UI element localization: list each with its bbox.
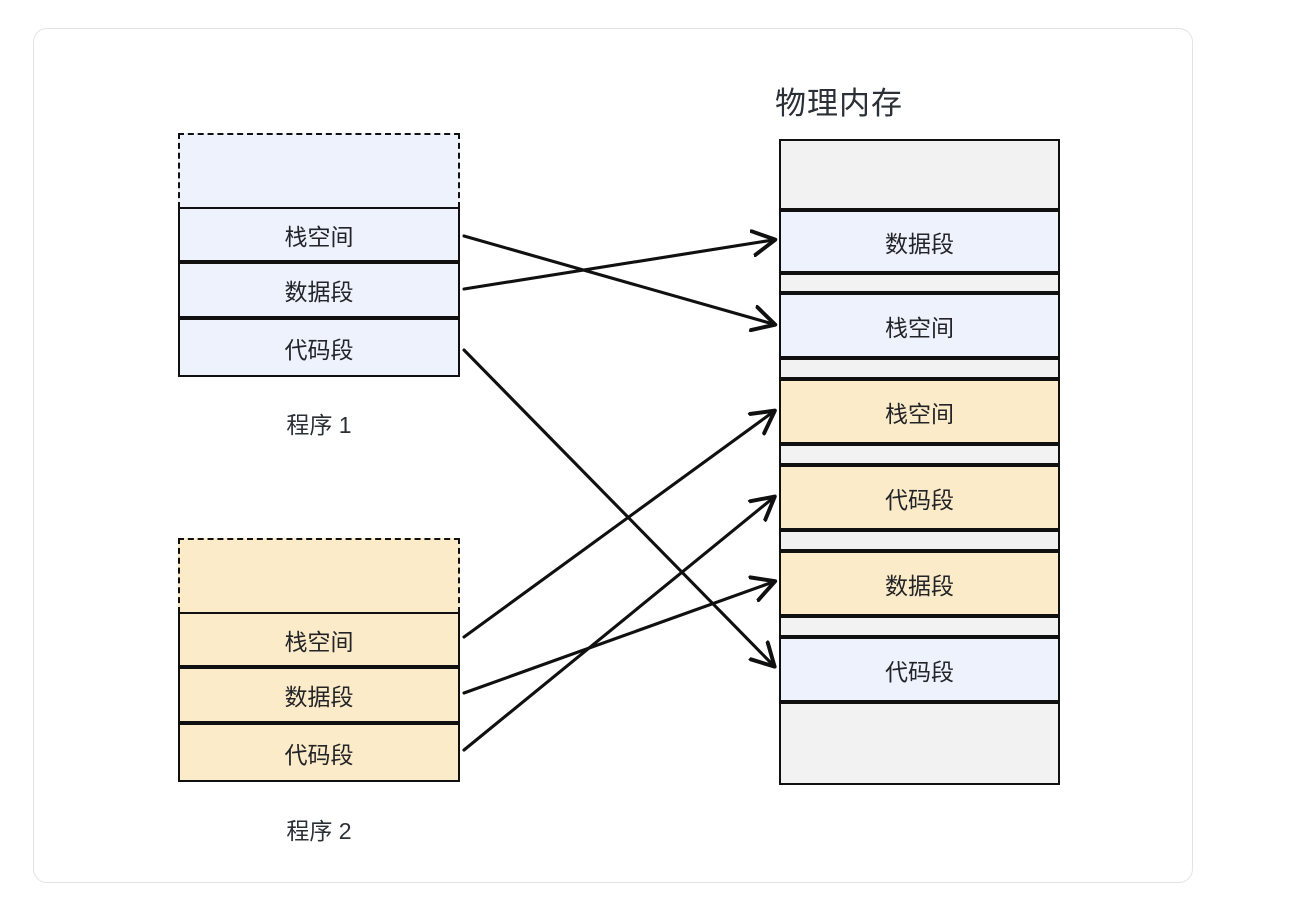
memory-block-p2-code-label: 代码段 [885, 486, 954, 513]
memory-block-p1-code[interactable]: 代码段 [779, 637, 1060, 702]
memory-block-p2-stack-label: 栈空间 [885, 400, 954, 427]
program-2-segment-stack-label: 栈空间 [284, 628, 354, 655]
program-1-segment-code[interactable]: 代码段 [178, 318, 460, 377]
memory-block-free-2 [779, 358, 1060, 379]
program-2-segment-stack[interactable]: 栈空间 [178, 612, 460, 667]
memory-block-free-1 [779, 273, 1060, 293]
memory-block-p2-code[interactable]: 代码段 [779, 465, 1060, 530]
memory-block-p2-data[interactable]: 数据段 [779, 551, 1060, 616]
memory-block-p1-data-label: 数据段 [885, 230, 954, 257]
program-2-reserved-area [178, 538, 460, 613]
memory-block-p2-data-label: 数据段 [885, 572, 954, 599]
program-2-segment-code-label: 代码段 [284, 741, 354, 768]
memory-block-free-4 [779, 530, 1060, 551]
memory-block-p1-code-label: 代码段 [885, 658, 954, 685]
memory-block-p2-stack[interactable]: 栈空间 [779, 379, 1060, 444]
memory-block-free-3 [779, 444, 1060, 465]
memory-block-free-0 [779, 139, 1060, 210]
memory-block-p1-data[interactable]: 数据段 [779, 210, 1060, 273]
program-1-reserved-area [178, 133, 460, 208]
program-1-segment-stack-label: 栈空间 [284, 223, 354, 250]
memory-block-p1-stack-label: 栈空间 [885, 314, 954, 341]
program-2-segment-code[interactable]: 代码段 [178, 723, 460, 782]
physical-memory-title: 物理内存 [775, 86, 903, 121]
memory-block-free-5 [779, 616, 1060, 637]
memory-block-free-6 [779, 702, 1060, 785]
program-1-segment-data-label: 数据段 [284, 279, 354, 305]
program-1-caption: 程序 1 [286, 412, 352, 438]
program-1-segment-code-label: 代码段 [284, 336, 354, 363]
program-2-segment-data-label: 数据段 [284, 684, 354, 710]
program-2-caption: 程序 2 [286, 818, 352, 844]
program-1-segment-stack[interactable]: 栈空间 [178, 207, 460, 262]
program-1-segment-data[interactable]: 数据段 [178, 262, 460, 318]
memory-block-p1-stack[interactable]: 栈空间 [779, 293, 1060, 358]
program-2-segment-data[interactable]: 数据段 [178, 667, 460, 723]
